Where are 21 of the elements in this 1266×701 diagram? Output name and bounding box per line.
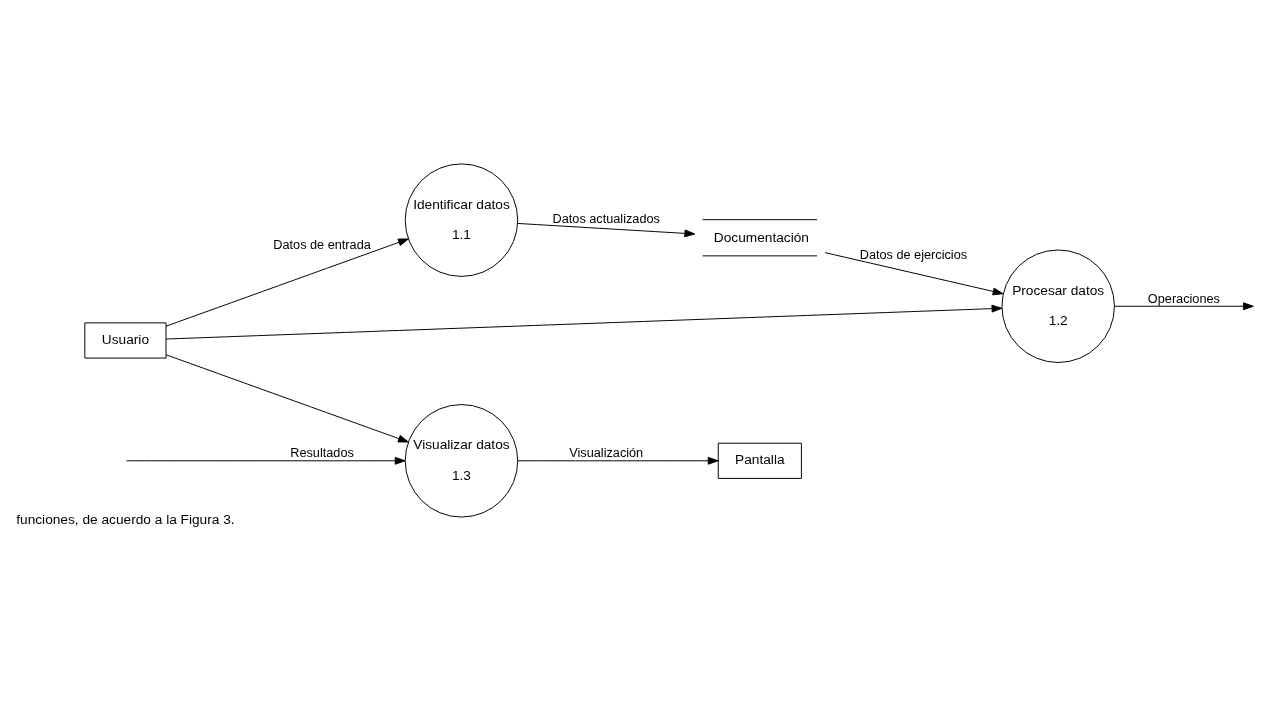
arrow (824, 251, 1004, 295)
node-text: Documentación (713, 229, 809, 245)
node-circle: Visualizar datos 1.3 (404, 403, 519, 518)
edge-label: Resultados (290, 444, 354, 460)
edge-label: Operaciones (1147, 290, 1220, 306)
edge-label: Datos de ejercicios (859, 246, 968, 262)
node-box: Usuario (84, 321, 167, 359)
arrow (126, 456, 406, 465)
edge-label: Datos de entrada (273, 236, 371, 252)
edge-label: Datos actualizados (552, 210, 660, 226)
arrow (1114, 301, 1254, 310)
label: funciones, de acuerdo a la Figura 3. (16, 511, 235, 527)
arrow (517, 222, 696, 237)
node-box: Pantalla (717, 442, 802, 479)
edge-label: Visualización (569, 444, 644, 460)
node-circle: Identificar datos 1.1 (404, 162, 519, 277)
arrow (165, 304, 1003, 339)
arrow (165, 237, 409, 327)
node-circle: Procesar datos 1.2 (1001, 249, 1115, 363)
arrow (517, 456, 719, 465)
arrow (165, 353, 409, 442)
